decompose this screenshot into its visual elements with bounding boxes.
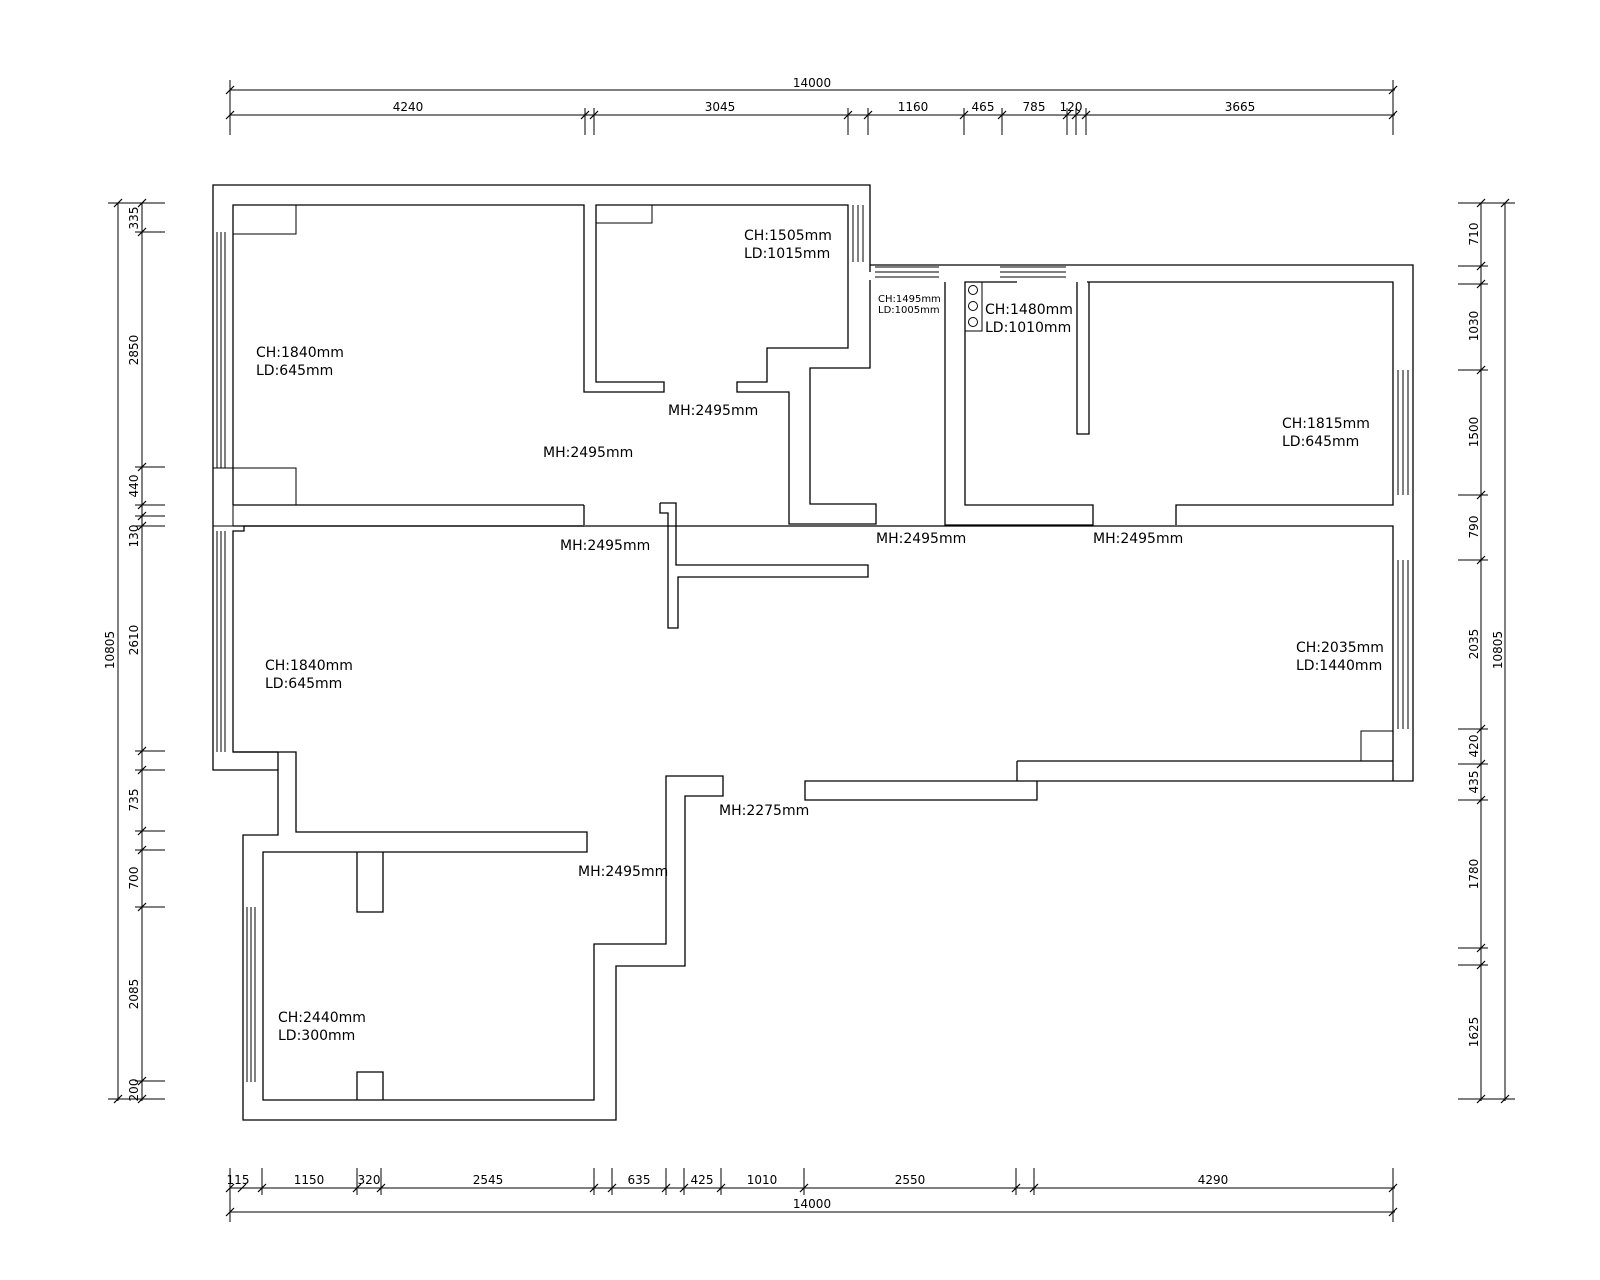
room-label-upper-left: CH:1840mm LD:645mm (256, 345, 344, 379)
bottom-dim-segment: 2545 (473, 1173, 504, 1187)
room-labels: CH:1840mm LD:645mm CH:1505mm LD:1015mm C… (256, 228, 1384, 1044)
right-dim-segment: 710 (1467, 223, 1481, 246)
right-dim-segment: 1780 (1467, 859, 1481, 890)
top-dim-segment: 3045 (705, 100, 736, 114)
room-label-small: CH:1495mm LD:1005mm (878, 294, 941, 316)
room-lighting-depth: LD:1005mm (878, 305, 940, 316)
right-dim-segment: 420 (1467, 735, 1481, 758)
right-dim-segment: 1500 (1467, 417, 1481, 448)
door-height-label: MH:2495mm (668, 403, 758, 419)
left-dim-segment: 735 (127, 789, 141, 812)
left-dim-segment: 440 (127, 475, 141, 498)
door-height-label: MH:2495mm (1093, 531, 1183, 547)
room-lighting-depth: LD:645mm (256, 363, 333, 379)
room-ceiling-height: CH:1840mm (265, 658, 353, 674)
left-dim-segment: 130 (127, 525, 141, 548)
room-ceiling-height: CH:1495mm (878, 294, 941, 305)
top-total-dimension: 14000 (793, 76, 831, 90)
left-total-dimension: 10805 (103, 631, 117, 669)
room-lighting-depth: LD:1010mm (985, 320, 1071, 336)
right-total-dimension: 10805 (1491, 631, 1505, 669)
left-dim-segment: 2610 (127, 625, 141, 656)
door-height-label: MH:2495mm (543, 445, 633, 461)
bottom-dim-segment: 635 (628, 1173, 651, 1187)
window-left-middle (216, 531, 226, 752)
walls (212, 184, 1414, 1121)
door-height-label: MH:2495mm (876, 531, 966, 547)
room-ceiling-height: CH:1840mm (256, 345, 344, 361)
bottom-dim-segment: 320 (358, 1173, 381, 1187)
room-ceiling-height: CH:1480mm (985, 302, 1073, 318)
window-left-upper (216, 232, 226, 468)
room-lighting-depth: LD:1015mm (744, 246, 830, 262)
room-label-upper-right: CH:1815mm LD:645mm (1282, 416, 1370, 450)
bottom-dim-segment: 4290 (1198, 1173, 1229, 1187)
door-height-label: MH:2495mm (578, 864, 668, 880)
top-dim-segment: 785 (1023, 100, 1046, 114)
bottom-dim-segment: 2550 (895, 1173, 926, 1187)
windows (216, 205, 1409, 1082)
top-dimension-chain: 14000 4240 3045 1160 465 785 120 3665 (225, 76, 1398, 135)
window-right-upper (1397, 370, 1409, 495)
room-ceiling-height: CH:2035mm (1296, 640, 1384, 656)
door-height-labels: MH:2495mm MH:2495mm MH:2495mm MH:2495mm … (543, 403, 1183, 880)
right-dim-segment: 1030 (1467, 311, 1481, 342)
bottom-dim-segment: 425 (691, 1173, 714, 1187)
right-dim-segment: 2035 (1467, 629, 1481, 660)
room-lighting-depth: LD:300mm (278, 1028, 355, 1044)
left-dim-segment: 2085 (127, 979, 141, 1010)
room-ceiling-height: CH:2440mm (278, 1010, 366, 1026)
bottom-total-dimension: 14000 (793, 1197, 831, 1211)
bottom-dim-segment: 1010 (747, 1173, 778, 1187)
top-dim-segment: 120 (1060, 100, 1083, 114)
right-dim-segment: 435 (1467, 771, 1481, 794)
right-dim-segment: 1625 (1467, 1017, 1481, 1048)
window-right-lower (1397, 560, 1409, 729)
bottom-dim-segment: 1150 (294, 1173, 325, 1187)
right-dimension-chain: 710 1030 1500 790 2035 420 435 1780 1625… (1458, 198, 1515, 1104)
window-top-mid-1 (875, 266, 939, 278)
top-dim-segment: 1160 (898, 100, 929, 114)
top-dim-segment: 4240 (393, 100, 424, 114)
room-lighting-depth: LD:1440mm (1296, 658, 1382, 674)
window-top-small (852, 205, 864, 262)
door-height-label: MH:2495mm (560, 538, 650, 554)
door-height-label: MH:2275mm (719, 803, 809, 819)
bottom-dim-segment: 115 (227, 1173, 250, 1187)
room-label-right-middle: CH:2035mm LD:1440mm (1296, 640, 1384, 674)
left-dimension-chain: 10805 335 2850 440 130 2610 735 700 2085… (103, 198, 165, 1104)
bottom-dimension-chain: 115 1150 320 2545 635 425 1010 2550 4290… (225, 1168, 1398, 1222)
top-dim-segment: 465 (972, 100, 995, 114)
room-lighting-depth: LD:645mm (1282, 434, 1359, 450)
right-dim-segment: 790 (1467, 516, 1481, 539)
room-lighting-depth: LD:645mm (265, 676, 342, 692)
left-dim-segment: 335 (127, 207, 141, 230)
window-top-mid-2 (1000, 266, 1066, 278)
window-left-lower (246, 907, 256, 1082)
top-dim-segment: 3665 (1225, 100, 1256, 114)
room-label-lower-left: CH:2440mm LD:300mm (278, 1010, 366, 1044)
room-ceiling-height: CH:1815mm (1282, 416, 1370, 432)
left-dim-segment: 2850 (127, 335, 141, 366)
room-label-upper-mid: CH:1505mm LD:1015mm (744, 228, 832, 262)
room-ceiling-height: CH:1505mm (744, 228, 832, 244)
left-dim-segment: 200 (127, 1079, 141, 1102)
room-label-living: CH:1840mm LD:645mm (265, 658, 353, 692)
room-label-kitchen: CH:1480mm LD:1010mm (985, 302, 1073, 336)
left-dim-segment: 700 (127, 867, 141, 890)
